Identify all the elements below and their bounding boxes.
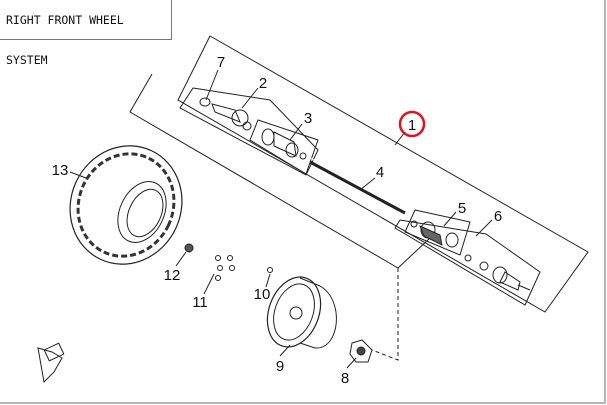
callout-5[interactable]: 5 <box>458 200 466 217</box>
callout-12[interactable]: 12 <box>164 267 181 284</box>
nut-12 <box>184 243 194 253</box>
drive-shaft <box>309 160 406 215</box>
subframe-5 <box>404 209 471 256</box>
leader-lines <box>69 69 493 369</box>
boot-kit-5 <box>410 220 459 248</box>
front-arrow-icon <box>37 342 65 384</box>
assembly-frame-inner <box>129 73 431 269</box>
valve-10 <box>267 267 273 273</box>
dashed-leader <box>371 268 399 361</box>
callout-9[interactable]: 9 <box>276 358 284 375</box>
callout-13[interactable]: 13 <box>52 162 69 179</box>
callout-7[interactable]: 7 <box>217 54 225 71</box>
subframe-6 <box>394 219 541 306</box>
boot-kit-3 <box>261 128 307 160</box>
callout-8[interactable]: 8 <box>341 370 349 387</box>
hub-8 <box>349 339 373 363</box>
callout-2[interactable]: 2 <box>259 75 267 92</box>
callout-3[interactable]: 3 <box>304 110 312 127</box>
callout-6[interactable]: 6 <box>494 208 502 225</box>
assembly-frame-outer <box>177 35 589 313</box>
tire-13 <box>69 145 183 265</box>
cv-joint-6 <box>464 254 531 291</box>
callout-4[interactable]: 4 <box>376 164 384 181</box>
diagram-title: RIGHT FRONT WHEEL SYSTEM <box>0 0 172 67</box>
subframe-2 <box>179 87 319 176</box>
callout-10[interactable]: 10 <box>254 286 271 303</box>
callout-11[interactable]: 11 <box>192 294 208 311</box>
highlight-circle <box>398 110 426 138</box>
callout-1[interactable]: 1 <box>408 117 416 134</box>
studs-11 <box>215 255 235 281</box>
cv-joint-outer-part <box>199 97 252 131</box>
rim-9 <box>266 276 337 349</box>
subframe-3 <box>249 119 319 175</box>
